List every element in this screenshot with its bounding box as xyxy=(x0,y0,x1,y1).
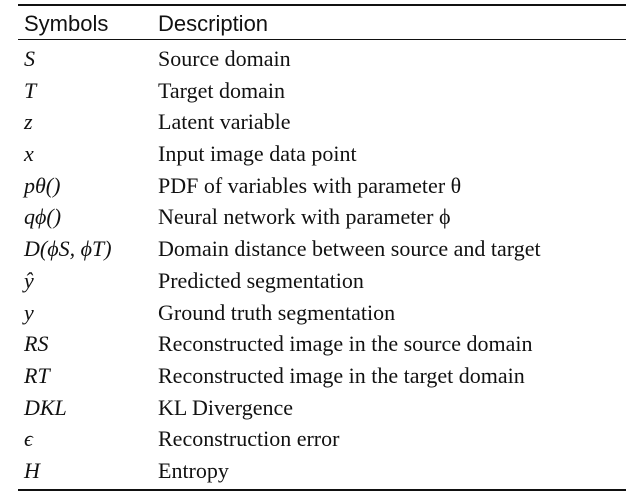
table-header: Symbols Description xyxy=(18,9,626,39)
header-rule xyxy=(18,39,626,40)
table-row: D(ϕS, ϕT) Domain distance between source… xyxy=(18,233,626,265)
description-cell: Latent variable xyxy=(158,109,291,135)
symbol-cell: qϕ() xyxy=(24,204,62,230)
symbol-cell: S xyxy=(24,46,35,71)
table-row: y Ground truth segmentation xyxy=(18,297,626,329)
top-rule xyxy=(18,4,626,6)
symbol-cell: T xyxy=(24,77,37,103)
header-symbols: Symbols xyxy=(24,11,109,36)
symbol-cell: pθ() xyxy=(24,172,61,198)
description-cell: Domain distance between source and targe… xyxy=(158,236,541,262)
symbol-cell: ϵ xyxy=(24,426,33,452)
table-row: z Latent variable xyxy=(18,106,626,138)
table-row: H Entropy xyxy=(18,455,626,487)
description-cell: Input image data point xyxy=(158,141,357,167)
table-body: S Source domain T Target domain z Latent… xyxy=(18,43,626,487)
description-cell: KL Divergence xyxy=(158,394,293,420)
table-row: RS Reconstructed image in the source dom… xyxy=(18,328,626,360)
description-cell: PDF of variables with parameter θ xyxy=(158,172,462,198)
table-row: T Target domain xyxy=(18,75,626,107)
description-cell: Reconstructed image in the source domain xyxy=(158,331,533,357)
table-row: S Source domain xyxy=(18,43,626,75)
table-row: qϕ() Neural network with parameter ϕ xyxy=(18,201,626,233)
description-cell: Predicted segmentation xyxy=(158,267,364,293)
description-cell: Reconstructed image in the target domain xyxy=(158,362,525,388)
bottom-rule xyxy=(18,489,626,491)
symbol-cell: RT xyxy=(24,362,50,388)
description-cell: Ground truth segmentation xyxy=(158,299,396,325)
table-row: ŷ Predicted segmentation xyxy=(18,265,626,297)
table-row: x Input image data point xyxy=(18,138,626,170)
description-cell: Target domain xyxy=(158,77,285,103)
description-cell: Entropy xyxy=(158,457,229,483)
table-row: RT Reconstructed image in the target dom… xyxy=(18,360,626,392)
description-cell: Reconstruction error xyxy=(158,426,340,452)
table-row: pθ() PDF of variables with parameter θ xyxy=(18,170,626,202)
table-row: DKL KL Divergence xyxy=(18,392,626,424)
description-cell: Source domain xyxy=(158,46,291,71)
symbol-cell: ŷ xyxy=(24,267,34,293)
description-cell: Neural network with parameter ϕ xyxy=(158,204,451,230)
symbol-cell: RS xyxy=(24,331,49,357)
table-row: ϵ Reconstruction error xyxy=(18,423,626,455)
symbol-cell: x xyxy=(24,141,34,167)
symbol-cell: y xyxy=(24,299,34,325)
symbol-cell: z xyxy=(24,109,33,135)
header-description: Description xyxy=(158,11,269,36)
symbol-cell: D(ϕS, ϕT) xyxy=(24,236,112,262)
symbol-cell: DKL xyxy=(24,394,67,420)
symbol-cell: H xyxy=(24,457,40,483)
